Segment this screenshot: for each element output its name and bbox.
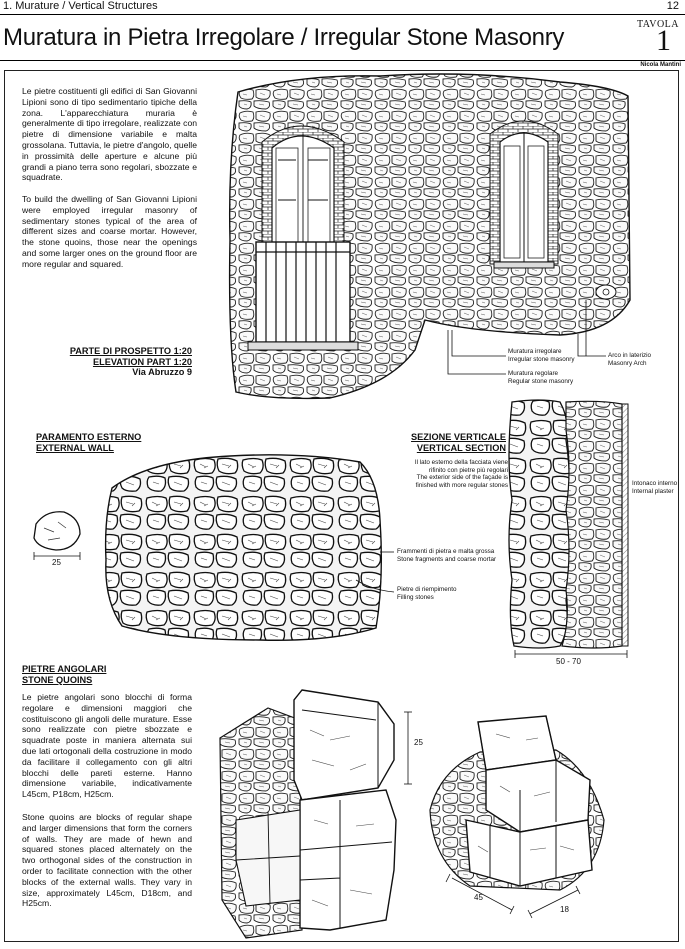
elevation-drawing xyxy=(228,73,631,400)
stone-dimension-line xyxy=(33,552,81,560)
page-number: 12 xyxy=(666,0,679,12)
quoins-heading-it: PIETRE ANGOLARI xyxy=(22,664,107,674)
title-rule xyxy=(0,60,685,61)
label-plaster-it: Intonaco interno xyxy=(632,480,678,487)
label-masonry-arch: Arco in laterizio Masonry Arch xyxy=(608,352,651,367)
elevation-caption-en: ELEVATION PART 1:20 xyxy=(92,356,192,367)
plate-label: TAVOLA xyxy=(636,19,679,30)
quoins-heading: PIETRE ANGOLARI STONE QUOINS xyxy=(22,664,106,685)
label-arch-it: Arco in laterizio xyxy=(608,352,652,359)
label-filling-it: Pietre di riempimento xyxy=(397,586,457,593)
label-fragments-en: Stone fragments and coarse mortar xyxy=(397,555,497,563)
label-irregular-en: Irregular stone masonry xyxy=(508,355,575,363)
quoins-italian: Le pietre angolari sono blocchi di forma… xyxy=(22,692,192,800)
vertical-section-drawing xyxy=(508,399,629,658)
quoin-drawing-left xyxy=(219,689,412,939)
label-regular-it: Muratura regolare xyxy=(508,370,559,377)
wall-thickness-dimension: 50 - 70 xyxy=(556,657,581,666)
label-irregular-masonry: Muratura irregolare Irregular stone maso… xyxy=(508,348,575,363)
label-regular-masonry: Muratura regolare Regular stone masonry xyxy=(508,370,573,385)
quoins-english: Stone quoins are blocks of regular shape… xyxy=(22,812,192,909)
external-wall-heading: PARAMENTO ESTERNO EXTERNAL WALL xyxy=(36,432,141,453)
note-it-line-1: Il lato esterno della facciata viene xyxy=(414,459,508,466)
quoin-depth-dimension: 18 xyxy=(560,905,569,914)
vertical-section-heading: SEZIONE VERTICALE VERTICAL SECTION xyxy=(408,432,506,453)
vertical-section-note: Il lato esterno della facciata viene rif… xyxy=(396,459,508,489)
external-wall-heading-it: PARAMENTO ESTERNO xyxy=(36,432,142,442)
section-tag: 1. Murature / Vertical Structures xyxy=(3,0,158,12)
intro-english: To build the dwelling of San Giovanni Li… xyxy=(22,194,197,269)
label-irregular-it: Muratura irregolare xyxy=(508,348,562,355)
label-plaster-en: Internal plaster xyxy=(632,487,674,495)
external-wall-heading-en: EXTERNAL WALL xyxy=(36,442,114,453)
external-wall-drawing xyxy=(104,454,383,641)
elevation-caption-it: PARTE DI PROSPETTO 1:20 xyxy=(69,346,192,356)
page-title: Muratura in Pietra Irregolare / Irregula… xyxy=(3,24,565,51)
elevation-location: Via Abruzzo 9 xyxy=(132,367,192,377)
quoins-heading-en: STONE QUOINS xyxy=(22,674,93,685)
label-fragments-it: Frammenti di pietra e malta grossa xyxy=(397,548,495,555)
label-filling-stones: Pietre di riempimento Filling stones xyxy=(397,586,457,601)
plate-frame xyxy=(4,70,679,942)
quoin-length-dimension: 45 xyxy=(474,893,483,902)
external-wall-leaders xyxy=(355,551,395,593)
label-filling-en: Filling stones xyxy=(397,593,434,601)
vertical-section-heading-en: VERTICAL SECTION xyxy=(416,442,506,453)
plate-number: 1 xyxy=(656,24,671,57)
stone-dimension: 25 xyxy=(52,558,61,567)
quoin-drawing-right xyxy=(429,715,605,919)
quoin-height-dimension: 25 xyxy=(414,738,423,747)
single-stone-drawing xyxy=(33,511,81,551)
elevation-caption: PARTE DI PROSPETTO 1:20 ELEVATION PART 1… xyxy=(40,346,192,378)
note-en-line-1: The exterior side of the façade is xyxy=(416,474,508,482)
header-rule xyxy=(0,14,685,15)
label-arch-en: Masonry Arch xyxy=(608,359,647,367)
author-name: Nicola Mantini xyxy=(640,62,681,68)
label-internal-plaster: Intonaco interno Internal plaster xyxy=(632,480,677,495)
intro-italian: Le pietre costituenti gli edifici di San… xyxy=(22,86,197,183)
label-stone-fragments: Frammenti di pietra e malta grossa Stone… xyxy=(397,548,496,563)
note-en-line-2: finished with more regular stones xyxy=(415,481,508,489)
vertical-section-heading-it: SEZIONE VERTICALE xyxy=(411,432,506,442)
label-regular-en: Regular stone masonry xyxy=(508,377,574,385)
note-it-line-2: rifinito con pietre più regolari xyxy=(428,466,508,474)
